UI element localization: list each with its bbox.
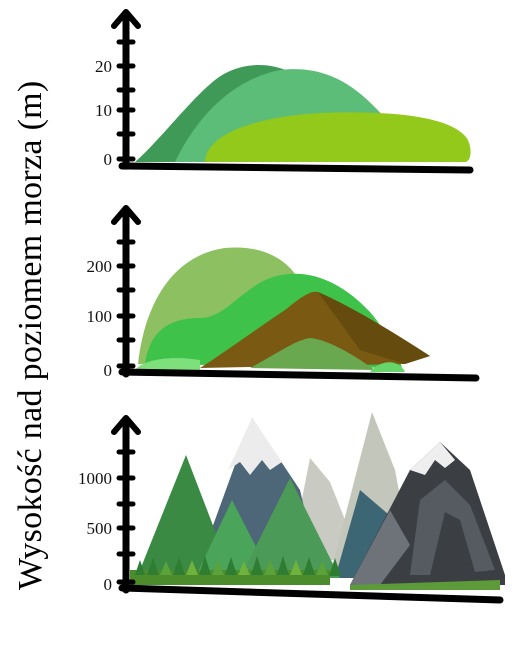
panel-mountains-tick-500: 500 — [87, 519, 113, 538]
mountain-snow-cap — [410, 442, 455, 475]
mountain-slate-snow — [228, 418, 282, 475]
y-axis-label: Wysokość nad poziomem morza (m) — [12, 80, 49, 590]
panel-mountains-arrow — [111, 415, 141, 435]
panel-hills: 0 10 20 — [95, 9, 474, 174]
panel-hills-tick-10: 10 — [95, 101, 112, 120]
hill-mint-base-right — [370, 362, 405, 372]
panel-mountains-tick-1000: 1000 — [78, 469, 112, 488]
hill-mint-base — [135, 358, 200, 372]
panel-mountains: 0 500 1000 — [78, 412, 505, 604]
ground-right — [350, 580, 500, 590]
hill-green-front — [250, 338, 375, 370]
panel-hills-x-axis — [118, 162, 474, 174]
panel-high-hills-x-axis — [118, 368, 480, 382]
panel-high-hills-tick-200: 200 — [87, 257, 113, 276]
panel-mountains-x-axis — [118, 584, 504, 604]
panel-high-hills-tick-100: 100 — [87, 307, 113, 326]
hill-light-shape — [205, 112, 471, 162]
mountain-dark-rock-light — [350, 510, 410, 585]
panel-high-hills-tick-0: 0 — [104, 361, 113, 380]
mountain-forest-left — [138, 455, 232, 575]
mountain-forest-right — [240, 478, 340, 578]
panel-high-hills: 0 100 200 — [87, 205, 480, 382]
panel-mountains-tick-0: 0 — [104, 575, 113, 594]
panel-hills-arrow — [111, 9, 141, 29]
panel-hills-tick-0: 0 — [104, 150, 113, 169]
mountain-rock-face — [410, 480, 495, 575]
forest-tree-line — [130, 556, 341, 585]
panel-hills-tick-20: 20 — [95, 57, 112, 76]
hill-rock-shade — [318, 292, 430, 364]
panel-high-hills-arrow — [111, 205, 141, 225]
